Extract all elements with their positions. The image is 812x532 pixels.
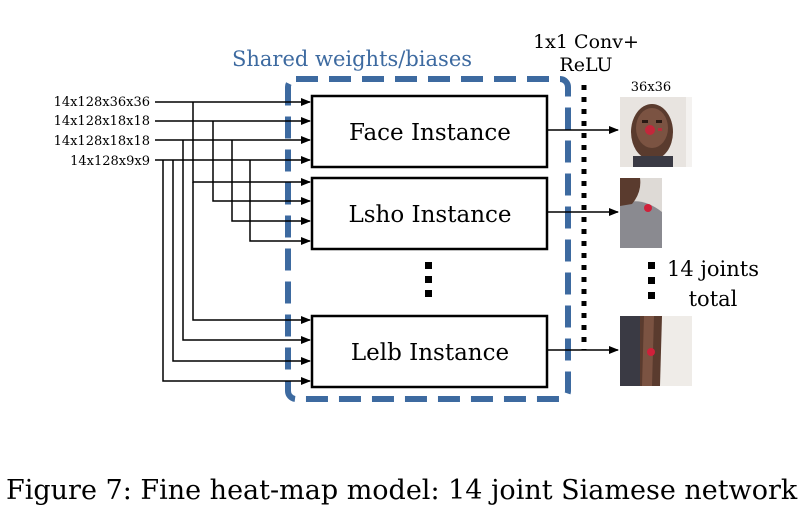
input-label-2: 14x128x18x18	[54, 114, 150, 129]
output-size-label: 36x36	[631, 80, 671, 95]
conv-label-line2: ReLU	[559, 54, 612, 76]
joints-ellipsis	[648, 262, 655, 299]
instance-lelb: Lelb Instance	[310, 314, 549, 389]
instance-face: Face Instance	[310, 94, 549, 169]
siamese-network-diagram: Shared weights/biases 14x128x36x36 14x12…	[54, 31, 759, 402]
instance-lelb-label: Lelb Instance	[351, 340, 509, 366]
shared-weights-label: Shared weights/biases	[232, 47, 472, 71]
output-arrows	[547, 126, 619, 354]
input-label-4: 14x128x9x9	[70, 154, 150, 169]
input-labels: 14x128x36x36 14x128x18x18 14x128x18x18 1…	[54, 95, 150, 169]
input-wiring	[155, 98, 311, 385]
heatmap-lsho-image	[620, 178, 662, 248]
instance-lsho: Lsho Instance	[310, 176, 549, 251]
conv-label-line1: 1x1 Conv+	[533, 31, 639, 53]
heatmap-face-image	[620, 97, 692, 167]
instance-ellipsis	[425, 262, 432, 297]
instance-lsho-label: Lsho Instance	[348, 202, 511, 228]
figure-caption: Figure 7: Fine heat-map model: 14 joint …	[6, 475, 798, 506]
instance-face-label: Face Instance	[349, 120, 511, 146]
shared-weights-box	[285, 76, 571, 402]
input-label-1: 14x128x36x36	[54, 95, 150, 110]
input-label-3: 14x128x18x18	[54, 134, 150, 149]
heatmap-lelb-image	[620, 316, 692, 386]
joints-label-line1: 14 joints	[667, 257, 759, 281]
joints-label-line2: total	[689, 287, 738, 311]
